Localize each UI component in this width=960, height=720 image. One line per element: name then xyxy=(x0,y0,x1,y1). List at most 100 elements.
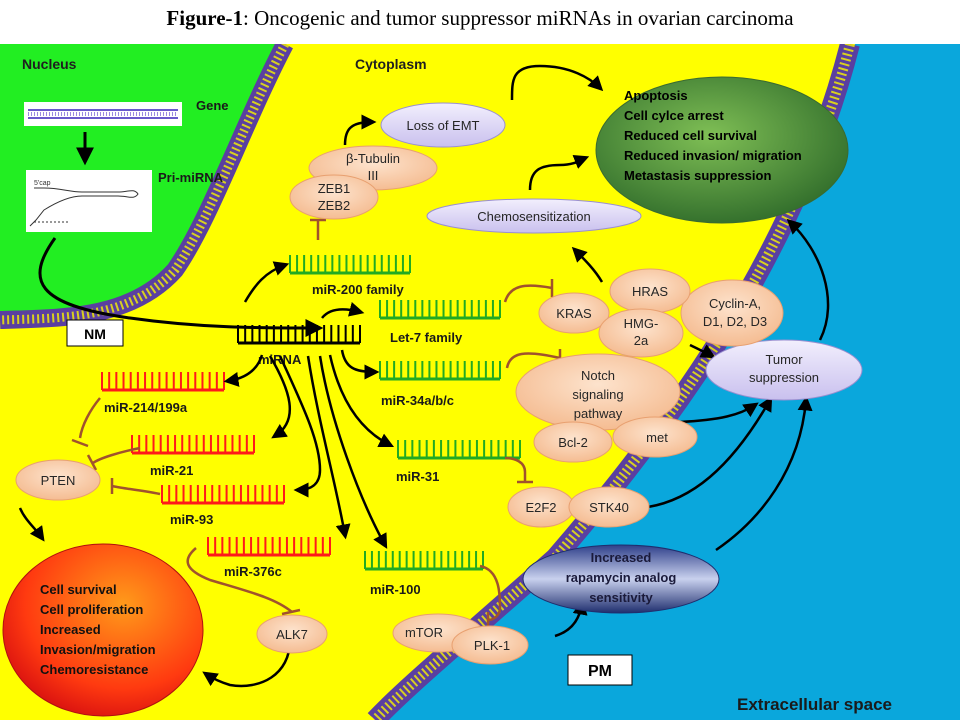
beta-tubulin-label-2: III xyxy=(368,168,379,183)
plk1-node xyxy=(451,625,529,665)
mirna-center-label: miRNA xyxy=(258,352,302,367)
mir200-ladder xyxy=(289,255,411,275)
bad-outcome-2: Increased xyxy=(40,622,101,637)
kras-node xyxy=(538,292,610,334)
figure-title-text: : Oncogenic and tumor suppressor miRNAs … xyxy=(243,6,794,30)
mir100-label: miR-100 xyxy=(370,582,421,597)
pm-box xyxy=(567,654,633,686)
pten-label: PTEN xyxy=(41,473,76,488)
notch-label-2: signaling xyxy=(572,387,623,402)
nm-label: NM xyxy=(84,326,106,342)
mir93-label: miR-93 xyxy=(170,512,213,527)
cyclin-node xyxy=(680,279,784,347)
met-node xyxy=(612,416,698,458)
chemosensitization-label: Chemosensitization xyxy=(477,209,590,224)
nucleus-label: Nucleus xyxy=(22,56,77,72)
target-node-labels: β-Tubulin III ZEB1 ZEB2 Notch signaling … xyxy=(41,151,767,653)
e2f2-label: E2F2 xyxy=(525,500,556,515)
tumor-suppression-label-1: Tumor xyxy=(765,352,803,367)
bad-outcome-0: Cell survival xyxy=(40,582,117,597)
mir31-ladder xyxy=(397,440,521,460)
loss-of-emt-node xyxy=(380,102,506,148)
tumor-suppression-outcomes-ellipse xyxy=(595,76,849,224)
bcl2-label: Bcl-2 xyxy=(558,435,588,450)
mirna-activation-arrows xyxy=(223,261,395,549)
loss-of-emt-label: Loss of EMT xyxy=(407,118,480,133)
beta-tubulin-label-1: β-Tubulin xyxy=(346,151,400,166)
notch-label-3: pathway xyxy=(574,406,623,421)
bad-outcome-3: Invasion/migration xyxy=(40,642,156,657)
nuclear-membrane-lipids xyxy=(0,44,289,325)
mir200-label: miR-200 family xyxy=(312,282,405,297)
mir214-ladder xyxy=(101,372,225,392)
pri-mirna-hairpin-icon: 5'cap xyxy=(26,170,152,232)
rapamycin-label-2: rapamycin analog xyxy=(566,570,677,585)
mir31-label: miR-31 xyxy=(396,469,439,484)
pri-mirna-label: Pri-miRNA xyxy=(158,170,224,185)
mir34-ladder xyxy=(379,361,501,381)
bad-outcome-4: Chemoresistance xyxy=(40,662,148,677)
figure-title: Figure-1: Oncogenic and tumor suppressor… xyxy=(0,6,960,31)
good-outcome-3: Reduced invasion/ migration xyxy=(624,148,802,163)
oncogenic-outcomes-ellipse xyxy=(2,543,204,717)
let7-label: Let-7 family xyxy=(390,330,463,345)
kras-label: KRAS xyxy=(556,306,592,321)
tumor-suppression-node xyxy=(705,339,863,401)
mir376-label: miR-376c xyxy=(224,564,282,579)
good-outcome-2: Reduced cell survival xyxy=(624,128,757,143)
let7-ladder xyxy=(379,300,501,320)
good-outcome-4: Metastasis suppression xyxy=(624,168,771,183)
figure-title-prefix: Figure-1 xyxy=(166,6,244,30)
extracellular-region xyxy=(380,44,960,720)
chemosensitization-node xyxy=(426,198,642,234)
hmg-label-2: 2a xyxy=(634,333,649,348)
good-outcome-0: Apoptosis xyxy=(624,88,688,103)
mir34-label: miR-34a/b/c xyxy=(381,393,454,408)
hmg-node xyxy=(598,308,684,358)
pathway-diagram: Nucleus Cytoplasm Extracellular space NM… xyxy=(0,44,960,720)
cap-label: 5'cap xyxy=(34,180,51,187)
bad-outcome-1: Cell proliferation xyxy=(40,602,143,617)
tumor-suppression-label-2: suppression xyxy=(749,370,819,385)
plk1-label: PLK-1 xyxy=(474,638,510,653)
mir376-ladder xyxy=(207,537,331,557)
mir21-label: miR-21 xyxy=(150,463,193,478)
met-label: met xyxy=(646,430,668,445)
rapamycin-label-3: sensitivity xyxy=(589,590,653,605)
zeb-node xyxy=(289,174,379,220)
rapamycin-label-1: Increased xyxy=(591,550,652,565)
cyclin-label-1: Cyclin-A, xyxy=(709,296,761,311)
stk40-node xyxy=(568,486,650,528)
alk7-node xyxy=(256,614,328,654)
rapamycin-sensitivity-node xyxy=(522,544,720,614)
extracellular-label: Extracellular space xyxy=(737,695,892,714)
inhibition-lines xyxy=(71,218,562,628)
mir214-label: miR-214/199a xyxy=(104,400,188,415)
mirna-ladders xyxy=(101,255,521,571)
notch-label-1: Notch xyxy=(581,368,615,383)
pm-label: PM xyxy=(588,663,612,680)
mtor-label: mTOR xyxy=(405,625,443,640)
good-outcome-1: Cell cylce arrest xyxy=(624,108,724,123)
stk40-label: STK40 xyxy=(589,500,629,515)
pathway-arrows xyxy=(18,64,830,688)
mirna-center-ladder xyxy=(237,325,361,345)
bcl2-node xyxy=(533,421,613,463)
alk7-label: ALK7 xyxy=(276,627,308,642)
nm-box xyxy=(66,319,124,347)
hras-label: HRAS xyxy=(632,284,668,299)
pten-node xyxy=(15,459,101,501)
zeb-label-2: ZEB2 xyxy=(318,198,351,213)
cytoplasm-label: Cytoplasm xyxy=(355,56,427,72)
cyclin-label-2: D1, D2, D3 xyxy=(703,314,767,329)
target-nodes xyxy=(15,145,784,665)
zeb-label-1: ZEB1 xyxy=(318,181,351,196)
mirna-center-icon xyxy=(237,325,361,345)
mir93-ladder xyxy=(161,485,285,505)
primirna-export-arrow xyxy=(38,237,324,337)
hmg-label-1: HMG- xyxy=(624,316,659,331)
gene-dna-icon xyxy=(24,102,182,126)
gene-label: Gene xyxy=(196,98,229,113)
